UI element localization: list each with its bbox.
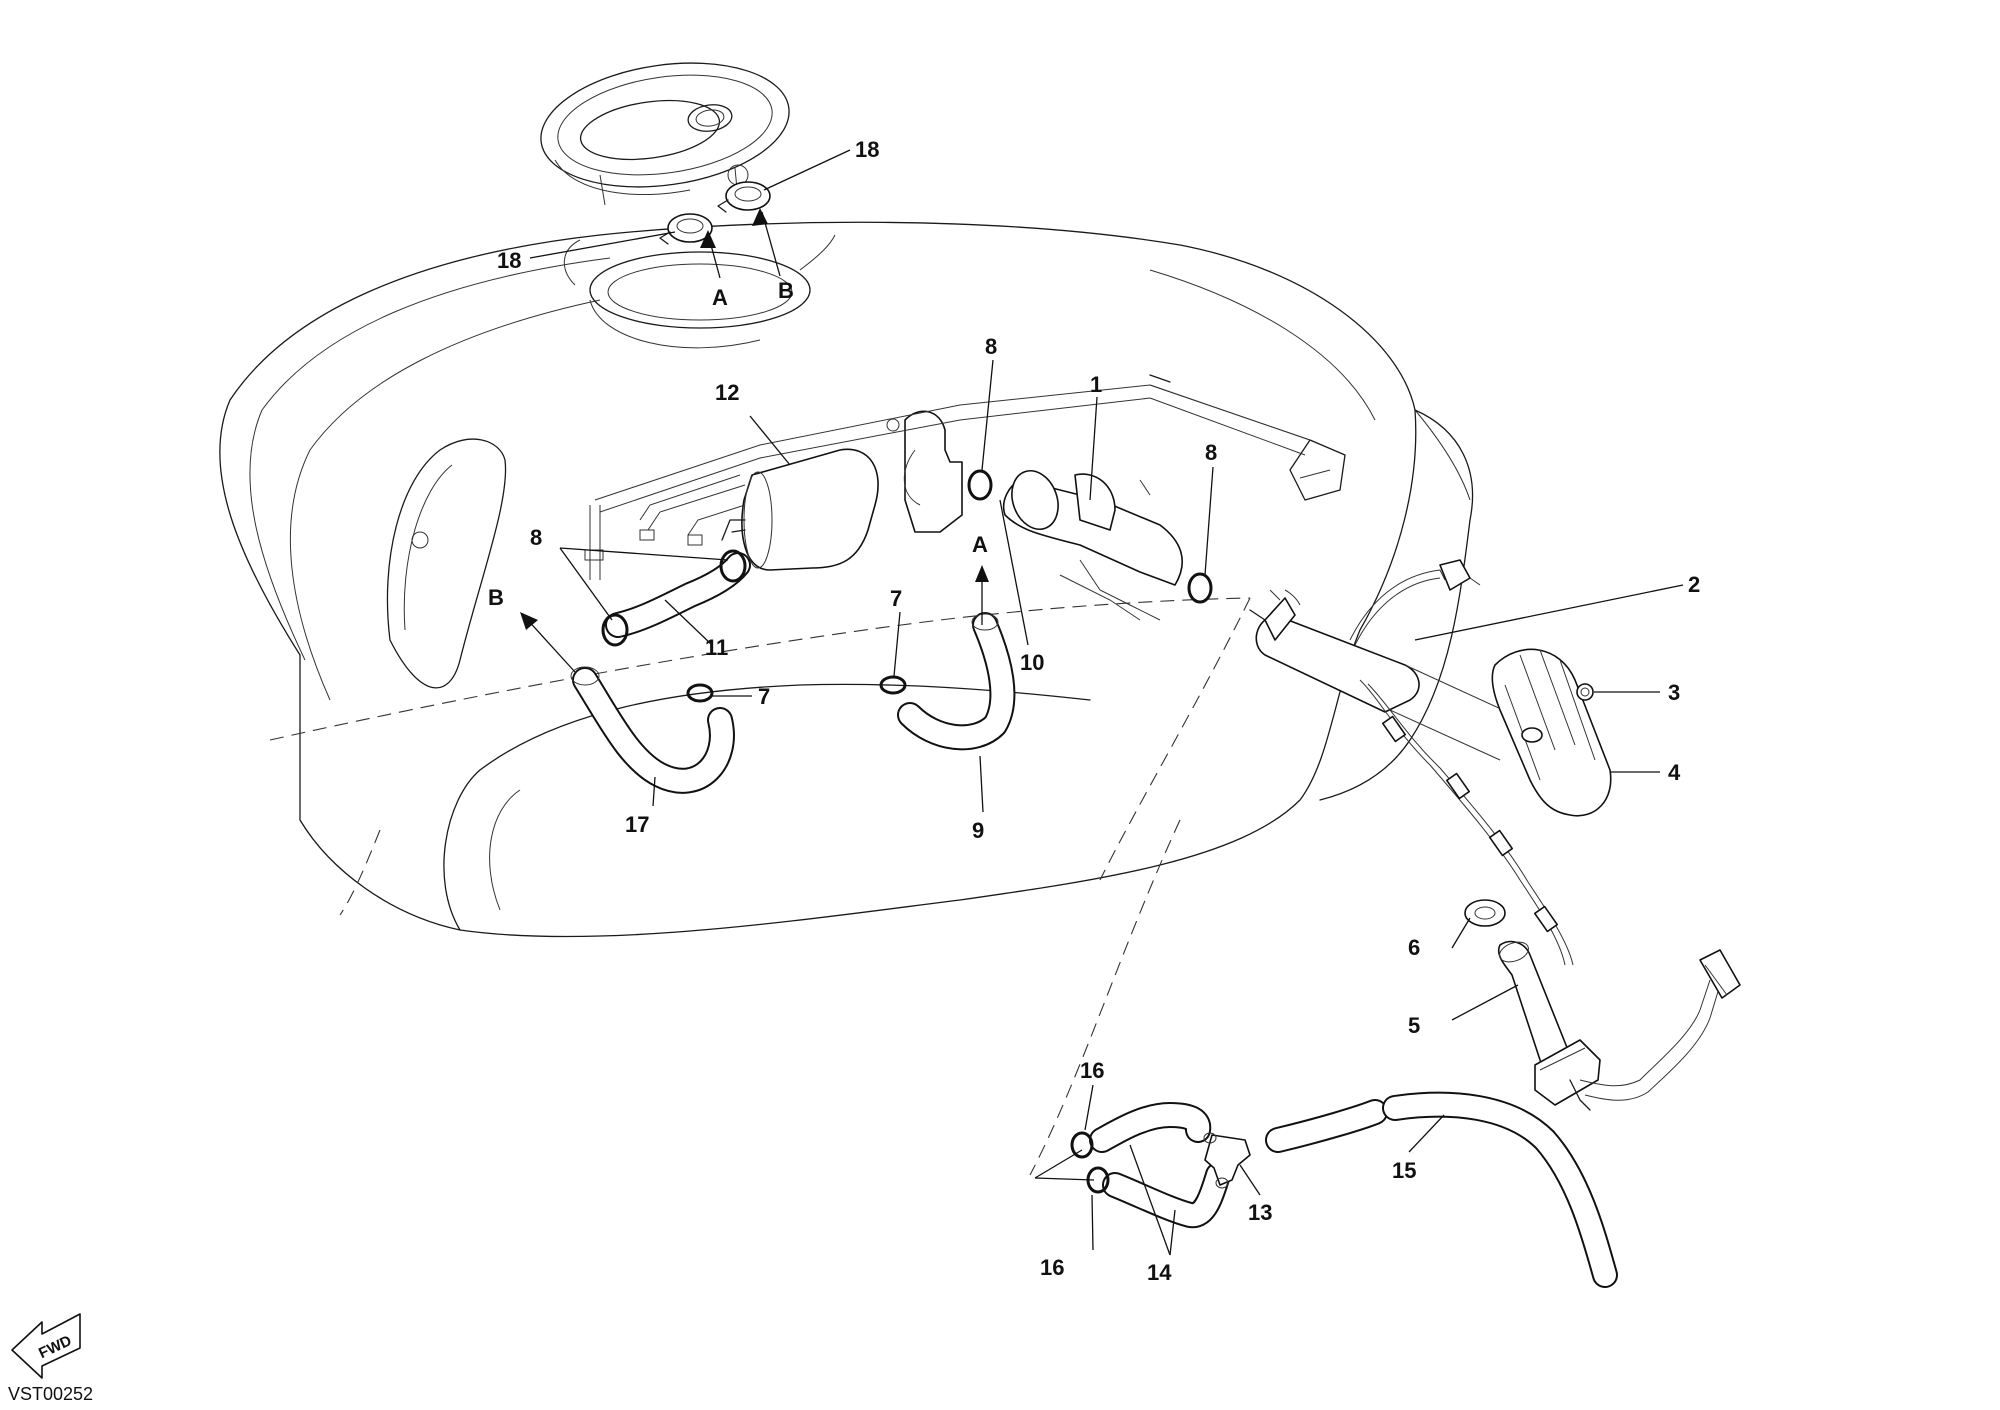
hose-clamp-18-right bbox=[717, 181, 771, 213]
nut-3 bbox=[1576, 683, 1594, 701]
clamp-7-b bbox=[879, 675, 907, 695]
fuel-filter bbox=[721, 448, 879, 571]
clamp-7-a bbox=[686, 683, 714, 703]
callout-6: 6 bbox=[1408, 935, 1420, 960]
callout-17: 17 bbox=[625, 812, 649, 837]
reference-code: VST00252 bbox=[8, 1384, 93, 1404]
washer-6 bbox=[1464, 899, 1506, 927]
hose-9 bbox=[897, 612, 1016, 751]
connector-arrows bbox=[520, 208, 989, 673]
connector-label-a-mid: A bbox=[972, 532, 988, 557]
hose-17 bbox=[570, 666, 735, 794]
clamp-16-upper bbox=[1070, 1131, 1094, 1159]
callout-8-mid: 8 bbox=[985, 334, 997, 359]
callout-7-left: 7 bbox=[758, 684, 770, 709]
clamp-8-d bbox=[1187, 572, 1213, 604]
leader-lines bbox=[529, 149, 1684, 1256]
connector-label-b-top: B bbox=[778, 278, 794, 303]
callout-8-right: 8 bbox=[1205, 440, 1217, 465]
callout-2: 2 bbox=[1688, 572, 1700, 597]
hose-11 bbox=[605, 552, 751, 638]
fuel-pump bbox=[1249, 589, 1526, 761]
callout-12: 12 bbox=[715, 380, 739, 405]
callout-11: 11 bbox=[705, 635, 728, 660]
clamp-8-b bbox=[719, 549, 747, 583]
callout-18-top: 18 bbox=[855, 137, 879, 162]
hose-15 bbox=[1265, 1091, 1618, 1288]
hose-14-lower bbox=[1102, 1162, 1231, 1229]
fuel-strainer bbox=[1491, 648, 1612, 817]
fwd-direction-arrow: FWD bbox=[11, 1313, 81, 1379]
connector-label-b-left: B bbox=[488, 585, 504, 610]
callout-16-bottom: 16 bbox=[1040, 1255, 1064, 1280]
callout-14: 14 bbox=[1147, 1260, 1172, 1285]
callout-16-top: 16 bbox=[1080, 1058, 1104, 1083]
t-piece-13 bbox=[1203, 1132, 1251, 1189]
callout-4: 4 bbox=[1668, 760, 1681, 785]
callout-10: 10 bbox=[1020, 650, 1044, 675]
callout-9: 9 bbox=[972, 818, 984, 843]
filler-cap-assembly bbox=[540, 62, 790, 206]
callout-3: 3 bbox=[1668, 680, 1680, 705]
clamp-8-c bbox=[967, 469, 993, 501]
clamp-8-a bbox=[601, 613, 629, 647]
callout-5: 5 bbox=[1408, 1013, 1420, 1038]
pump-wiring bbox=[1349, 559, 1574, 966]
connector-label-a-top: A bbox=[712, 285, 728, 310]
callout-7-mid: 7 bbox=[890, 586, 902, 611]
fuel-tank bbox=[219, 221, 1474, 1176]
callout-13: 13 bbox=[1248, 1200, 1272, 1225]
filter-bracket bbox=[886, 410, 963, 533]
outlet-fitting bbox=[1497, 940, 1741, 1111]
callout-15: 15 bbox=[1392, 1158, 1416, 1183]
callout-18-left: 18 bbox=[497, 248, 521, 273]
callout-1: 1 bbox=[1090, 372, 1102, 397]
hose-clamp-18-left bbox=[659, 213, 713, 245]
internal-fuel-lines bbox=[584, 384, 1311, 580]
callout-labels: 1 2 3 4 5 6 7 7 8 8 8 9 10 11 12 13 14 1… bbox=[488, 137, 1700, 1285]
hose-14-upper bbox=[1089, 1102, 1212, 1153]
callout-8-left: 8 bbox=[530, 525, 542, 550]
pump-holder bbox=[1002, 470, 1184, 621]
